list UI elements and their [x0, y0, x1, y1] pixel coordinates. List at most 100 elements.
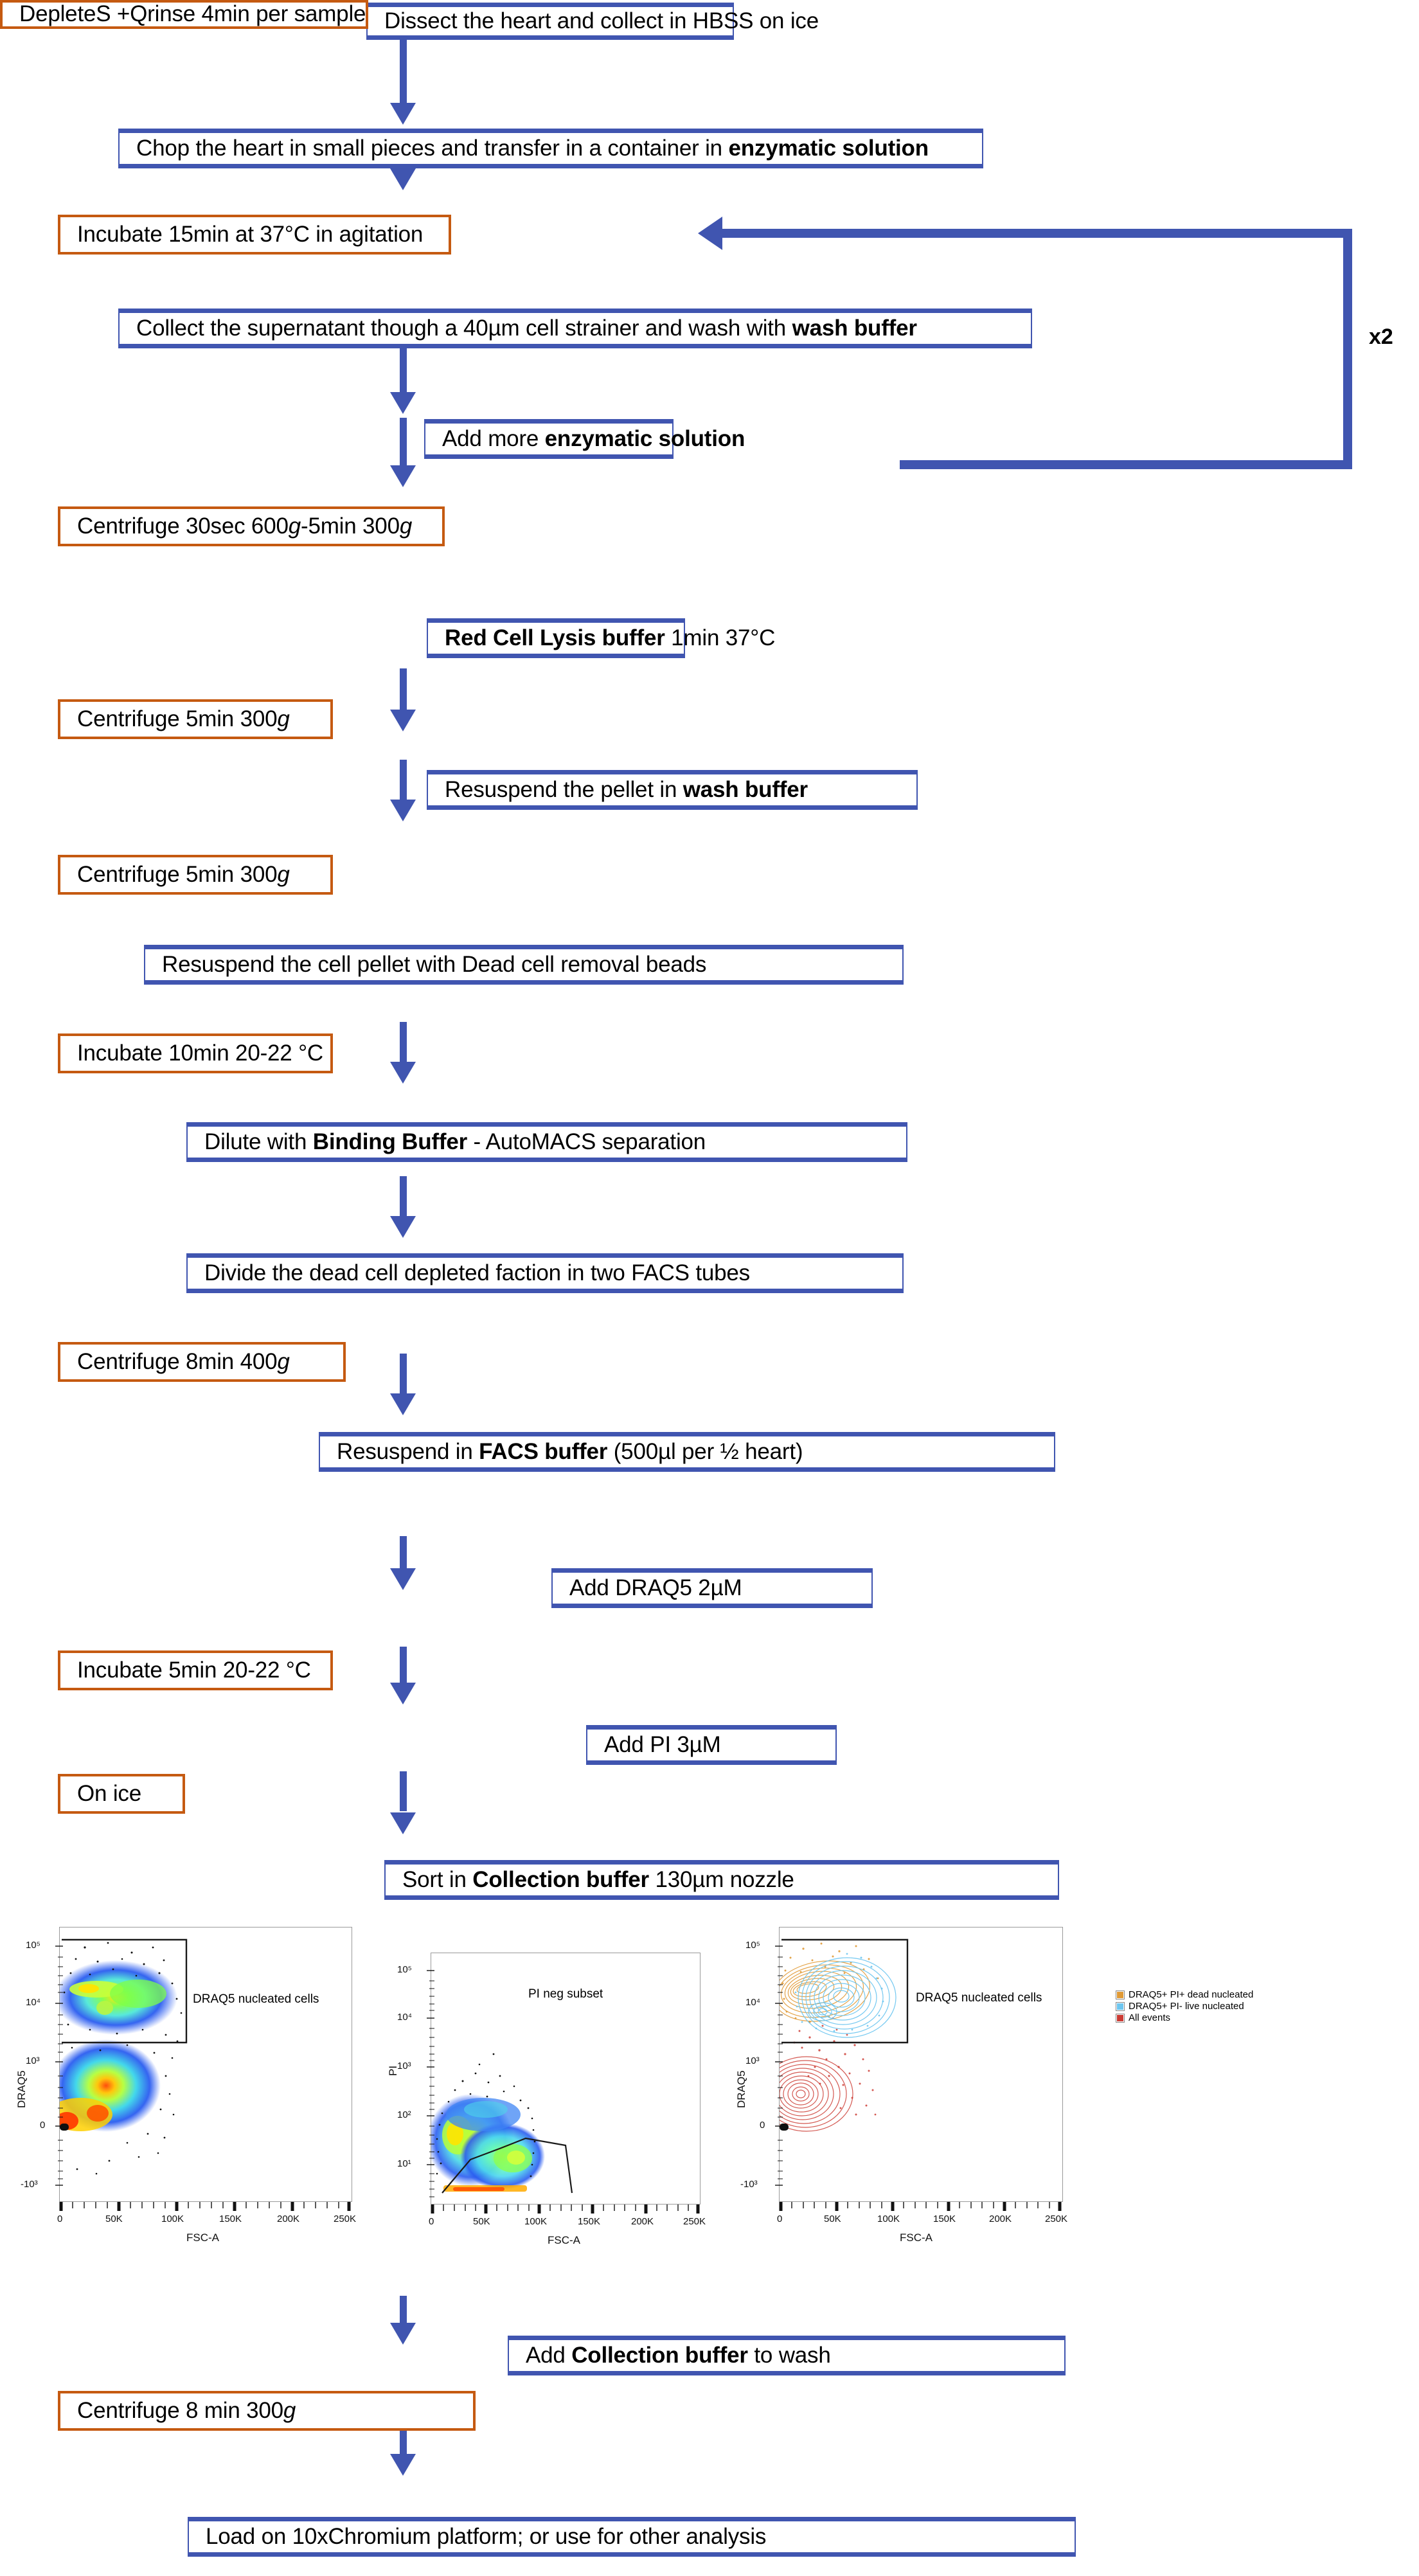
- facs-3-xtick-5: 250K: [1045, 2214, 1068, 2224]
- step-incubate10-text: Incubate 10min 20-22 °C: [77, 1040, 323, 1066]
- step-load-10x[interactable]: Load on 10xChromium platform; or use for…: [188, 2517, 1076, 2557]
- step-deplete-s[interactable]: DepleteS +Qrinse 4min per sample: [0, 0, 369, 29]
- step-sort[interactable]: Sort in Collection buffer 130µm nozzle: [384, 1860, 1059, 1900]
- step-centrifuge-5b-text: Centrifuge 5min 300g: [77, 861, 290, 887]
- step-collect-sup-text: Collect the supernatant though a 40µm ce…: [136, 315, 917, 341]
- arrow-head-icon: [390, 168, 416, 190]
- step-on-ice[interactable]: On ice: [58, 1774, 185, 1814]
- loop-bottom-segment: [900, 460, 1352, 469]
- loop-repeat-label: x2: [1369, 325, 1393, 349]
- facs-3-gate-label: DRAQ5 nucleated cells: [916, 1991, 1042, 2005]
- step-centrifuge-8b-text: Centrifuge 8 min 300g: [77, 2397, 296, 2423]
- facs-2-xtick-5: 250K: [683, 2216, 706, 2227]
- arrow-shaft: [400, 40, 407, 109]
- step-incubate10[interactable]: Incubate 10min 20-22 °C: [58, 1033, 333, 1073]
- step-resuspend-facs-text: Resuspend in FACS buffer (500µl per ½ he…: [337, 1438, 803, 1464]
- legend-label-all: All events: [1129, 2012, 1171, 2023]
- facs-1-x-axis-label: FSC-A: [186, 2232, 219, 2244]
- facs-2-xtick-2: 100K: [524, 2216, 548, 2227]
- step-rcl-buffer-text: Red Cell Lysis buffer 1min 37°C: [445, 625, 776, 650]
- step-chop-text: Chop the heart in small pieces and trans…: [136, 135, 929, 161]
- step-incubate15[interactable]: Incubate 15min at 37°C in agitation: [58, 215, 451, 255]
- step-dead-beads[interactable]: Resuspend the cell pellet with Dead cell…: [144, 945, 904, 985]
- facs-1-ytick-1: 10⁴: [26, 1997, 41, 2008]
- step-divide-facs[interactable]: Divide the dead cell depleted faction in…: [186, 1253, 904, 1293]
- step-centrifuge-30s[interactable]: Centrifuge 30sec 600g-5min 300g: [58, 506, 445, 546]
- arrow-shaft: [400, 1176, 407, 1220]
- step-dissect[interactable]: Dissect the heart and collect in HBSS on…: [366, 3, 819, 40]
- arrow-head-icon: [390, 103, 416, 125]
- arrow-shaft: [400, 2415, 407, 2456]
- arrow-head-icon: [390, 1062, 416, 1084]
- arrow-head-icon: [390, 2323, 416, 2345]
- facs-2-gate-label: PI neg subset: [528, 1987, 603, 2001]
- arrow-shaft: [400, 418, 407, 474]
- arrow-head-icon: [390, 1568, 416, 1590]
- facs-3-ytick-2: 10³: [745, 2055, 760, 2066]
- step-add-draq5-text: Add DRAQ5 2µM: [569, 1575, 742, 1600]
- facs-3-xtick-3: 150K: [933, 2214, 956, 2224]
- step-incubate5-text: Incubate 5min 20-22 °C: [77, 1657, 311, 1683]
- step-add-pi-text: Add PI 3µM: [604, 1731, 721, 1757]
- arrow-head-icon: [390, 465, 416, 487]
- arrow-shaft: [400, 348, 407, 400]
- arrow-head-icon: [390, 710, 416, 731]
- arrow-head-icon: [390, 392, 416, 414]
- facs-1-y-axis-label: DRAQ5: [15, 2070, 28, 2108]
- arrow-shaft: [400, 1647, 407, 1686]
- step-centrifuge-8a[interactable]: Centrifuge 8min 400g: [58, 1342, 346, 1382]
- facs-1-ytick-3: 0: [40, 2120, 46, 2131]
- step-resuspend-wash-text: Resuspend the pellet in wash buffer: [445, 776, 808, 802]
- step-centrifuge-5a-text: Centrifuge 5min 300g: [77, 706, 290, 731]
- step-collect-sup[interactable]: Collect the supernatant though a 40µm ce…: [118, 309, 1032, 348]
- facs-2-x-axis-label: FSC-A: [548, 2234, 580, 2246]
- arrow-shaft: [400, 1536, 407, 1573]
- legend-swatch-live-icon: [1116, 2001, 1125, 2011]
- facs-3-xtick-0: 0: [777, 2214, 783, 2224]
- facs-3-ytick-3: 0: [760, 2120, 765, 2131]
- facs-1-xtick-3: 150K: [219, 2214, 242, 2224]
- step-centrifuge-5a[interactable]: Centrifuge 5min 300g: [58, 699, 333, 739]
- legend-item-dead[interactable]: DRAQ5+ PI+ dead nucleated: [1116, 1989, 1253, 2000]
- facs-plot-1-canvas: [55, 1938, 351, 2211]
- step-centrifuge-30s-text: Centrifuge 30sec 600g-5min 300g: [77, 513, 413, 539]
- facs-3-ytick-0: 10⁵: [745, 1940, 760, 1951]
- facs-2-y-axis-label: PI: [387, 2065, 399, 2076]
- facs-2-xtick-0: 0: [429, 2216, 434, 2227]
- facs-1-xtick-0: 0: [57, 2214, 63, 2224]
- legend-label-dead: DRAQ5+ PI+ dead nucleated: [1129, 1989, 1254, 2000]
- facs-plot-3-frame: [779, 1927, 1063, 2202]
- legend-label-live: DRAQ5+ PI- live nucleated: [1129, 2001, 1244, 2012]
- step-centrifuge-5b[interactable]: Centrifuge 5min 300g: [58, 855, 333, 895]
- step-resuspend-wash[interactable]: Resuspend the pellet in wash buffer: [427, 770, 918, 810]
- legend-item-live[interactable]: DRAQ5+ PI- live nucleated: [1116, 2001, 1253, 2012]
- step-add-enzyme[interactable]: Add more enzymatic solution: [424, 419, 745, 459]
- step-resuspend-facs[interactable]: Resuspend in FACS buffer (500µl per ½ he…: [319, 1432, 1055, 1472]
- arrow-shaft: [400, 668, 407, 715]
- facs-2-xtick-3: 150K: [578, 2216, 601, 2227]
- facs-1-gate-label: DRAQ5 nucleated cells: [193, 1992, 319, 2006]
- arrow-shaft: [400, 1022, 407, 1066]
- facs-3-y-axis-label: DRAQ5: [735, 2070, 747, 2108]
- step-chop[interactable]: Chop the heart in small pieces and trans…: [118, 129, 983, 168]
- legend-swatch-dead-icon: [1116, 1990, 1125, 1999]
- facs-plot-1: 10⁵ 10⁴ 10³ 0 -10³ 0 50K 100K 150K 200K …: [0, 1922, 360, 2282]
- facs-plot-3: 10⁵ 10⁴ 10³ 0 -10³ 0 50K 100K 150K 200K …: [707, 1922, 1105, 2282]
- step-incubate5[interactable]: Incubate 5min 20-22 °C: [58, 1650, 333, 1690]
- facs-plot-3-canvas: [775, 1938, 1062, 2211]
- step-binding-buffer[interactable]: Dilute with Binding Buffer - AutoMACS se…: [186, 1122, 907, 1162]
- facs-1-xtick-4: 200K: [277, 2214, 300, 2224]
- facs-legend: DRAQ5+ PI+ dead nucleated DRAQ5+ PI- liv…: [1116, 1989, 1253, 2024]
- step-add-pi[interactable]: Add PI 3µM: [586, 1725, 837, 1765]
- step-centrifuge-8b[interactable]: Centrifuge 8 min 300g: [58, 2391, 476, 2431]
- step-add-draq5[interactable]: Add DRAQ5 2µM: [551, 1568, 873, 1608]
- arrow-shaft: [400, 1771, 407, 1811]
- facs-2-ytick-4: 10¹: [397, 2158, 411, 2169]
- arrow-shaft: [400, 2296, 407, 2327]
- facs-3-ytick-1: 10⁴: [745, 1997, 761, 2008]
- step-rcl-buffer[interactable]: Red Cell Lysis buffer 1min 37°C: [427, 618, 775, 658]
- loop-top-segment: [722, 229, 1352, 238]
- step-sort-text: Sort in Collection buffer 130µm nozzle: [402, 1866, 794, 1892]
- step-add-collection[interactable]: Add Collection buffer to wash: [508, 2336, 1066, 2375]
- legend-item-all[interactable]: All events: [1116, 2012, 1253, 2023]
